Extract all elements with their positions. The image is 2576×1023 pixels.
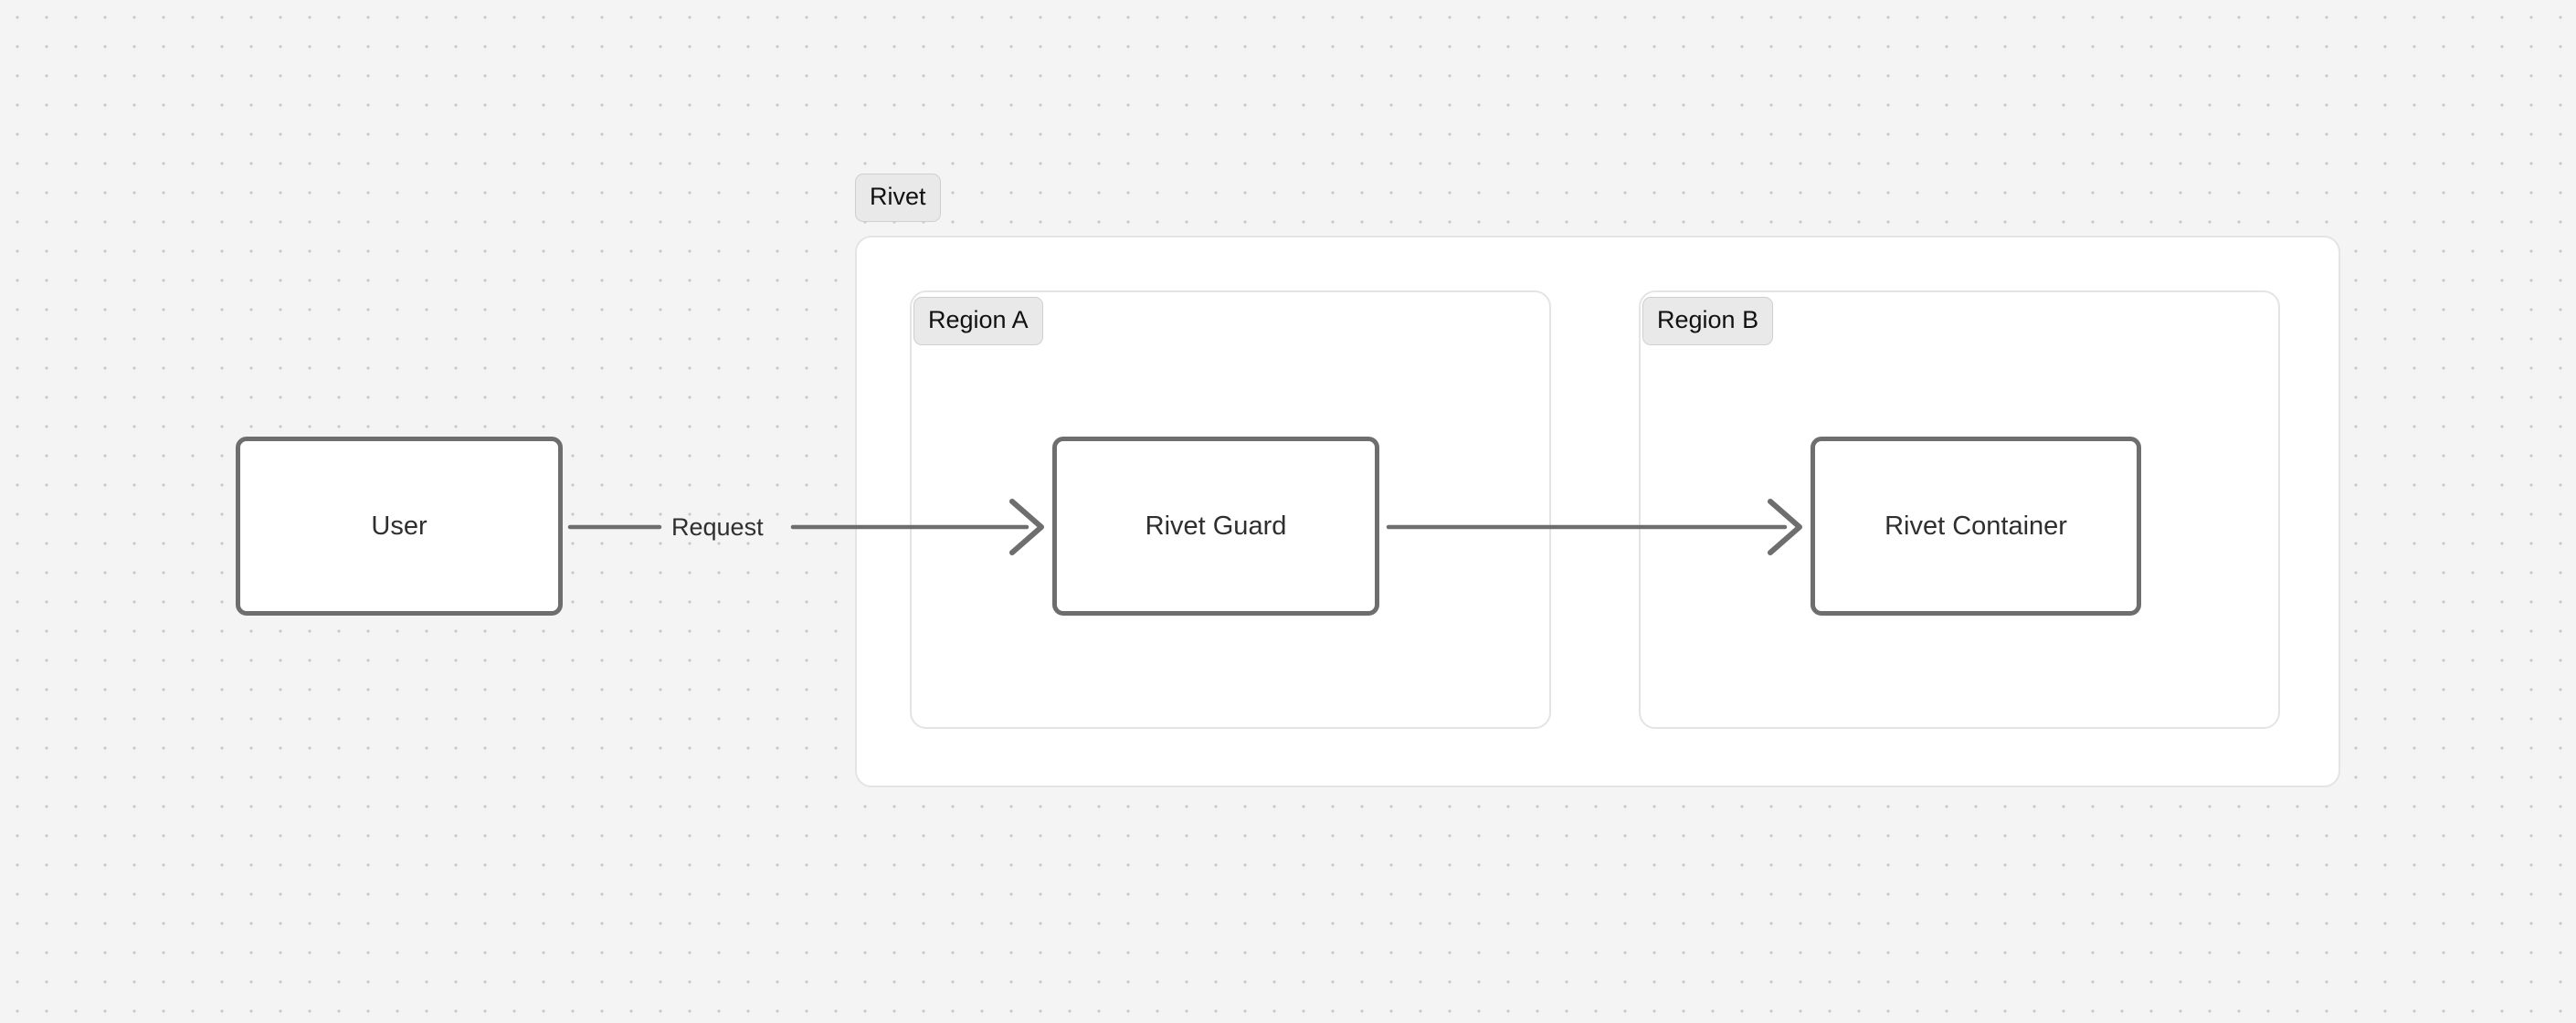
group-label-region-b[interactable]: Region B	[1642, 297, 1774, 345]
node-rivet-container[interactable]: Rivet Container	[1811, 437, 2141, 616]
edge-label-request: Request	[671, 513, 764, 541]
node-label-rivet-container: Rivet Container	[1884, 511, 2067, 541]
node-rivet-guard[interactable]: Rivet Guard	[1052, 437, 1379, 616]
node-label-user: User	[371, 511, 428, 541]
group-label-region-a[interactable]: Region A	[913, 297, 1043, 345]
node-user[interactable]: User	[236, 437, 563, 616]
group-label-rivet[interactable]: Rivet	[855, 174, 941, 222]
node-label-rivet-guard: Rivet Guard	[1145, 511, 1287, 541]
